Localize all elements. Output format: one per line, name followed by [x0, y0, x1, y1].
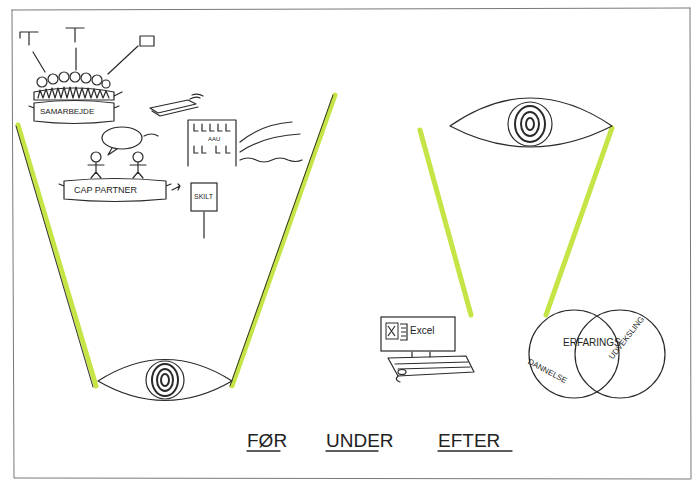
node-text: SKILT: [194, 193, 213, 200]
sign-post: [203, 212, 204, 238]
node-text: Excel: [410, 326, 434, 336]
campus-icon: [172, 122, 302, 190]
label-underlines: [247, 450, 512, 451]
monitor-box: Excel: [380, 316, 456, 352]
crowd-icon: [34, 72, 122, 100]
banner-box: CAP PARTNER: [62, 178, 168, 202]
building-box: AAU: [186, 118, 240, 166]
venn-circle: DANNELSE: [528, 308, 620, 400]
view-lines-edge: [16, 95, 333, 387]
node-text: CAP PARTNER: [74, 186, 137, 195]
overlap-label: ERFARINGS: [563, 338, 621, 348]
page-frame: [12, 8, 691, 479]
view-lines: [18, 95, 612, 386]
node-outline: [528, 308, 620, 400]
eye-symbol: [450, 98, 612, 147]
phase-label: UNDER: [326, 431, 394, 450]
node-outline: [186, 118, 240, 166]
meeting-icon: [88, 127, 158, 178]
paper-stack: [150, 94, 203, 116]
phase-label: EFTER: [438, 431, 500, 450]
eye-symbol: [98, 360, 232, 401]
venn-circle: UDVEKSLING: [574, 308, 666, 400]
computer-icon: [388, 352, 474, 382]
sign-box: SKILT: [190, 182, 218, 212]
sign-icons: [20, 28, 154, 74]
node-text: SAMARBEJDE: [40, 108, 94, 116]
banner-box: SAMARBEJDE: [32, 100, 116, 124]
node-outline: [574, 308, 666, 400]
phase-label: FØR: [247, 431, 287, 450]
node-text: AAU: [208, 136, 220, 142]
